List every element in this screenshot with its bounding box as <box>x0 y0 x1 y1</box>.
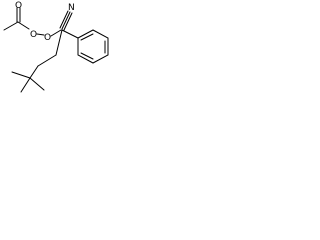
bond-o2-quaternary-c <box>50 29 62 37</box>
bond-nitrile-1 <box>61 11 71 30</box>
phenyl-inner-bond-3 <box>80 52 94 60</box>
bond-tbu-me-left <box>11 71 31 79</box>
atom-o-peroxy-1: O <box>30 30 37 40</box>
phenyl-ring <box>77 29 109 64</box>
bond-c-phenyl <box>61 29 79 39</box>
phenyl-inner-bond-1 <box>80 33 94 41</box>
bond-tbu-me-right <box>29 77 45 91</box>
structure-diagram: O O O N <box>0 0 122 94</box>
bond-carbonyl-o1 <box>17 21 30 30</box>
bond-ch2-a-ch2-b <box>37 54 57 67</box>
bond-nitrile-3 <box>59 10 69 29</box>
bond-ch2-b-cquat <box>29 65 39 79</box>
bond-methyl-carbonyl <box>3 21 19 31</box>
molecule-structure: O O O N <box>3 1 109 93</box>
atom-o-peroxy-2: O <box>44 33 51 43</box>
atom-nitrile-n: N <box>68 3 75 13</box>
bond-nitrile-2 <box>63 12 73 31</box>
atom-o-carbonyl: O <box>15 1 22 11</box>
bond-c-ch2-a <box>55 29 63 56</box>
bond-peroxy <box>36 33 45 36</box>
bond-tbu-me-down <box>20 77 31 93</box>
